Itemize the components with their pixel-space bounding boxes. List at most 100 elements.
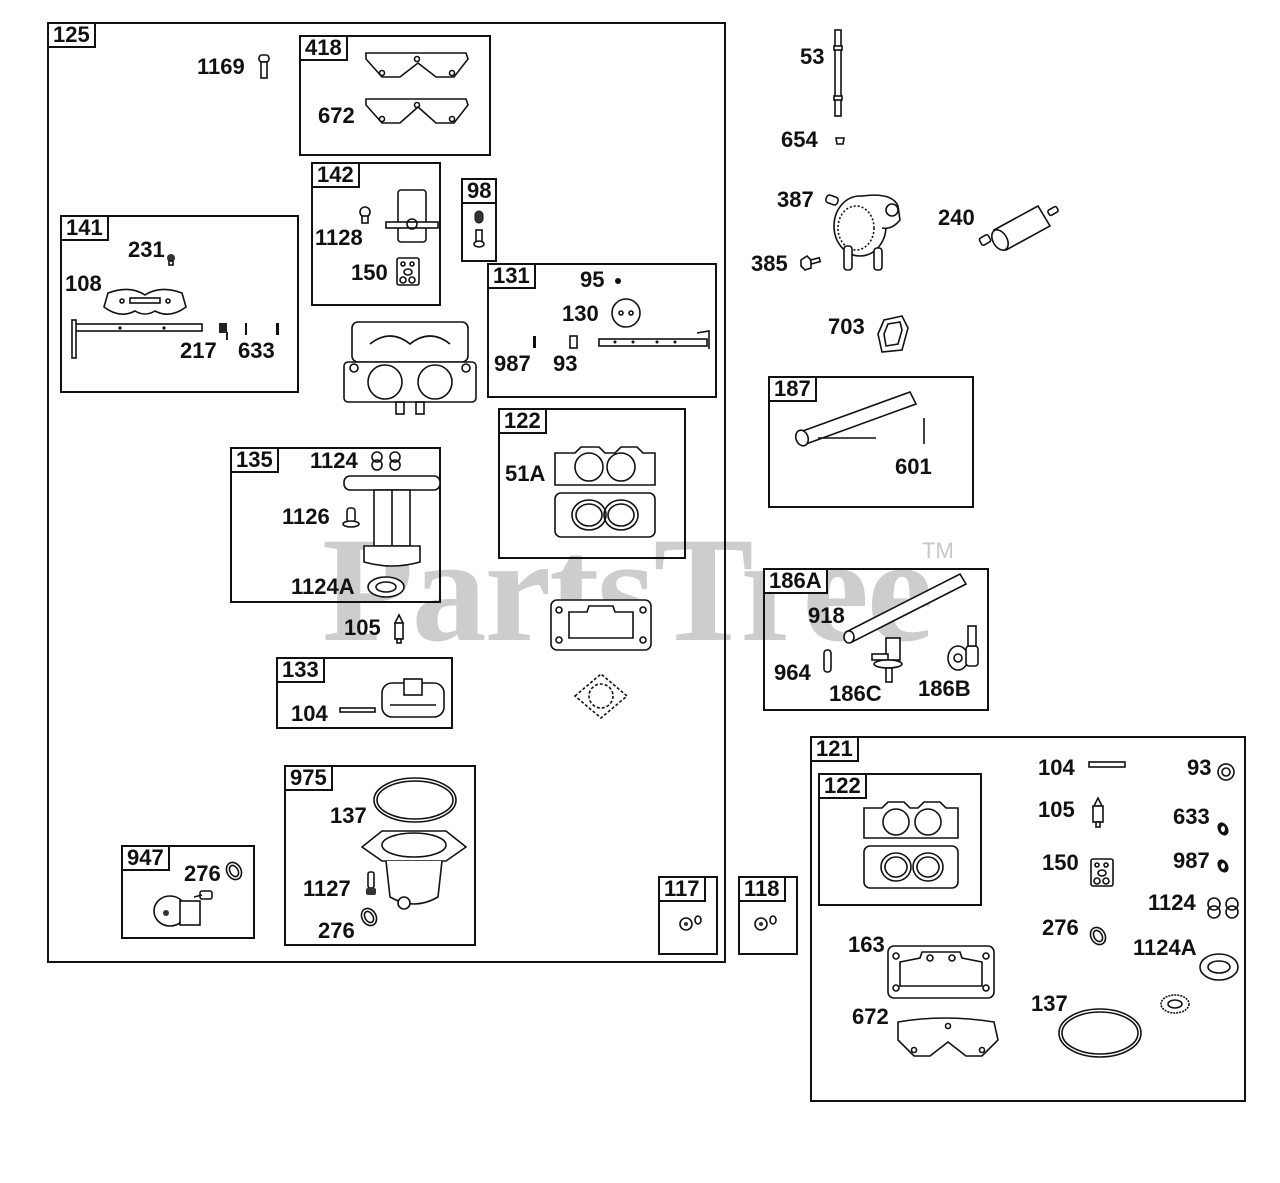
bearing-icon[interactable] (1159, 992, 1191, 1016)
gasket-51A-icon[interactable] (551, 445, 661, 539)
seal-1124-icon[interactable] (368, 451, 404, 471)
gasket-163-icon[interactable] (886, 944, 998, 1002)
part-label-137[interactable]: 137 (330, 803, 367, 828)
part-label-672[interactable]: 672 (318, 103, 355, 128)
ref-tag-122[interactable]: 122 (498, 408, 547, 434)
part-label-654[interactable]: 654 (781, 127, 818, 152)
ref-tag-186A[interactable]: 186A (763, 568, 828, 594)
needle-105-icon[interactable] (392, 613, 406, 645)
ref-tag-122-inner[interactable]: 122 (818, 773, 867, 799)
ref-tag-975[interactable]: 975 (284, 765, 333, 791)
part-label-186C[interactable]: 186C (829, 681, 882, 706)
ref-tag-142[interactable]: 142 (311, 162, 360, 188)
part-label-150[interactable]: 150 (351, 260, 388, 285)
group-135[interactable]: 135 (230, 447, 441, 603)
part-label-918[interactable]: 918 (808, 603, 845, 628)
pin-964-icon[interactable] (822, 648, 834, 674)
solenoid-947-icon[interactable] (150, 883, 216, 929)
stud-53-icon[interactable] (830, 28, 846, 118)
part-label-93-121[interactable]: 93 (1187, 755, 1212, 780)
float-133-icon[interactable] (380, 677, 446, 721)
group-131[interactable]: 131 (487, 263, 717, 398)
part-label-1124[interactable]: 1124 (310, 448, 358, 473)
part-label-1127[interactable]: 1127 (303, 876, 351, 901)
flange-gasket-icon[interactable] (571, 672, 631, 720)
part-label-104-121[interactable]: 104 (1038, 755, 1075, 780)
part-label-137-121[interactable]: 137 (1031, 991, 1068, 1016)
part-label-105[interactable]: 105 (344, 615, 381, 640)
emulsion-tube-135-icon[interactable] (342, 474, 442, 569)
ref-tag-121[interactable]: 121 (810, 736, 859, 762)
group-418[interactable]: 418 (299, 35, 491, 156)
part-label-93[interactable]: 93 (553, 351, 578, 376)
ref-tag-141[interactable]: 141 (60, 215, 109, 241)
bushing-93-icon[interactable] (569, 335, 579, 351)
seal-987-icon[interactable] (533, 336, 537, 350)
needle-105-icon[interactable] (1090, 796, 1106, 830)
seal-1124-icon[interactable] (1205, 897, 1241, 919)
clamp-703-icon[interactable] (874, 312, 914, 356)
part-label-108[interactable]: 108 (65, 271, 102, 296)
valve-186B-icon[interactable] (944, 624, 982, 672)
part-label-163-121[interactable]: 163 (848, 932, 885, 957)
pin-104-icon[interactable] (339, 707, 377, 713)
part-label-150-121[interactable]: 150 (1042, 850, 1079, 875)
group-117[interactable]: 117 (658, 876, 718, 955)
group-98[interactable]: 98 (461, 178, 498, 262)
part-label-276[interactable]: 276 (318, 918, 355, 943)
ref-tag-418[interactable]: 418 (299, 35, 348, 61)
oring-276-icon[interactable] (359, 906, 379, 928)
throttle-plate-130-icon[interactable] (610, 297, 642, 329)
screw-1127-icon[interactable] (364, 871, 378, 897)
part-label-1169[interactable]: 1169 (197, 54, 245, 79)
screw-385-icon[interactable] (799, 254, 822, 272)
bolt-1169-icon[interactable] (257, 54, 271, 80)
part-label-130[interactable]: 130 (562, 301, 599, 326)
screw-1126-icon[interactable] (341, 507, 361, 529)
part-label-276-121[interactable]: 276 (1042, 915, 1079, 940)
bracket-142-icon[interactable] (384, 186, 440, 246)
part-label-387[interactable]: 387 (777, 187, 814, 212)
group-133[interactable]: 133 (276, 657, 453, 729)
part-label-601[interactable]: 601 (895, 454, 932, 479)
oring-137-icon[interactable] (1056, 1006, 1144, 1060)
ref-tag-947[interactable]: 947 (121, 845, 170, 871)
part-label-217[interactable]: 217 (180, 338, 217, 363)
part-label-276-947[interactable]: 276 (184, 861, 221, 886)
group-142[interactable]: 142 (311, 162, 441, 306)
part-label-964[interactable]: 964 (774, 660, 811, 685)
group-187[interactable]: 187 (768, 376, 974, 508)
seal-1124A-icon[interactable] (1197, 952, 1241, 982)
fuel-pump-387-icon[interactable] (822, 188, 908, 278)
group-975[interactable]: 975 (284, 765, 476, 946)
fitting-186C-icon[interactable] (868, 636, 908, 684)
ref-tag-117[interactable]: 117 (658, 876, 706, 902)
part-label-1128[interactable]: 1128 (315, 225, 363, 250)
group-947[interactable]: 947 (121, 845, 255, 939)
group-122[interactable]: 122 (498, 408, 686, 559)
part-label-1124A[interactable]: 1124A (291, 574, 355, 599)
oring-137-icon[interactable] (372, 775, 458, 825)
carburetor-body-icon[interactable] (340, 318, 480, 423)
clip-217-icon[interactable] (218, 322, 230, 342)
jet-98-icon[interactable] (472, 210, 486, 250)
gasket-122-icon[interactable] (862, 800, 962, 892)
ref-tag-125[interactable]: 125 (47, 22, 96, 48)
hose-187-icon[interactable] (790, 388, 930, 458)
ref-tag-131[interactable]: 131 (487, 263, 536, 289)
group-125[interactable]: 125 (47, 22, 726, 963)
fuel-filter-240-icon[interactable] (978, 200, 1062, 256)
part-label-240[interactable]: 240 (938, 205, 975, 230)
seal-1124A-icon[interactable] (366, 575, 406, 599)
group-186A[interactable]: 186A (763, 568, 989, 711)
screw-1128-icon[interactable] (358, 206, 372, 224)
gasket-672-icon[interactable] (362, 93, 472, 131)
gasket-150-icon[interactable] (1090, 858, 1116, 888)
group-122-inner[interactable]: 122 (818, 773, 982, 906)
pin-104-icon[interactable] (1088, 761, 1128, 769)
throttle-shaft-131-icon[interactable] (597, 325, 713, 351)
shaft-141-icon[interactable] (70, 318, 206, 359)
jet-117-icon[interactable] (679, 912, 705, 932)
nut-654-icon[interactable] (834, 134, 846, 146)
hose-918-icon[interactable] (840, 570, 970, 646)
